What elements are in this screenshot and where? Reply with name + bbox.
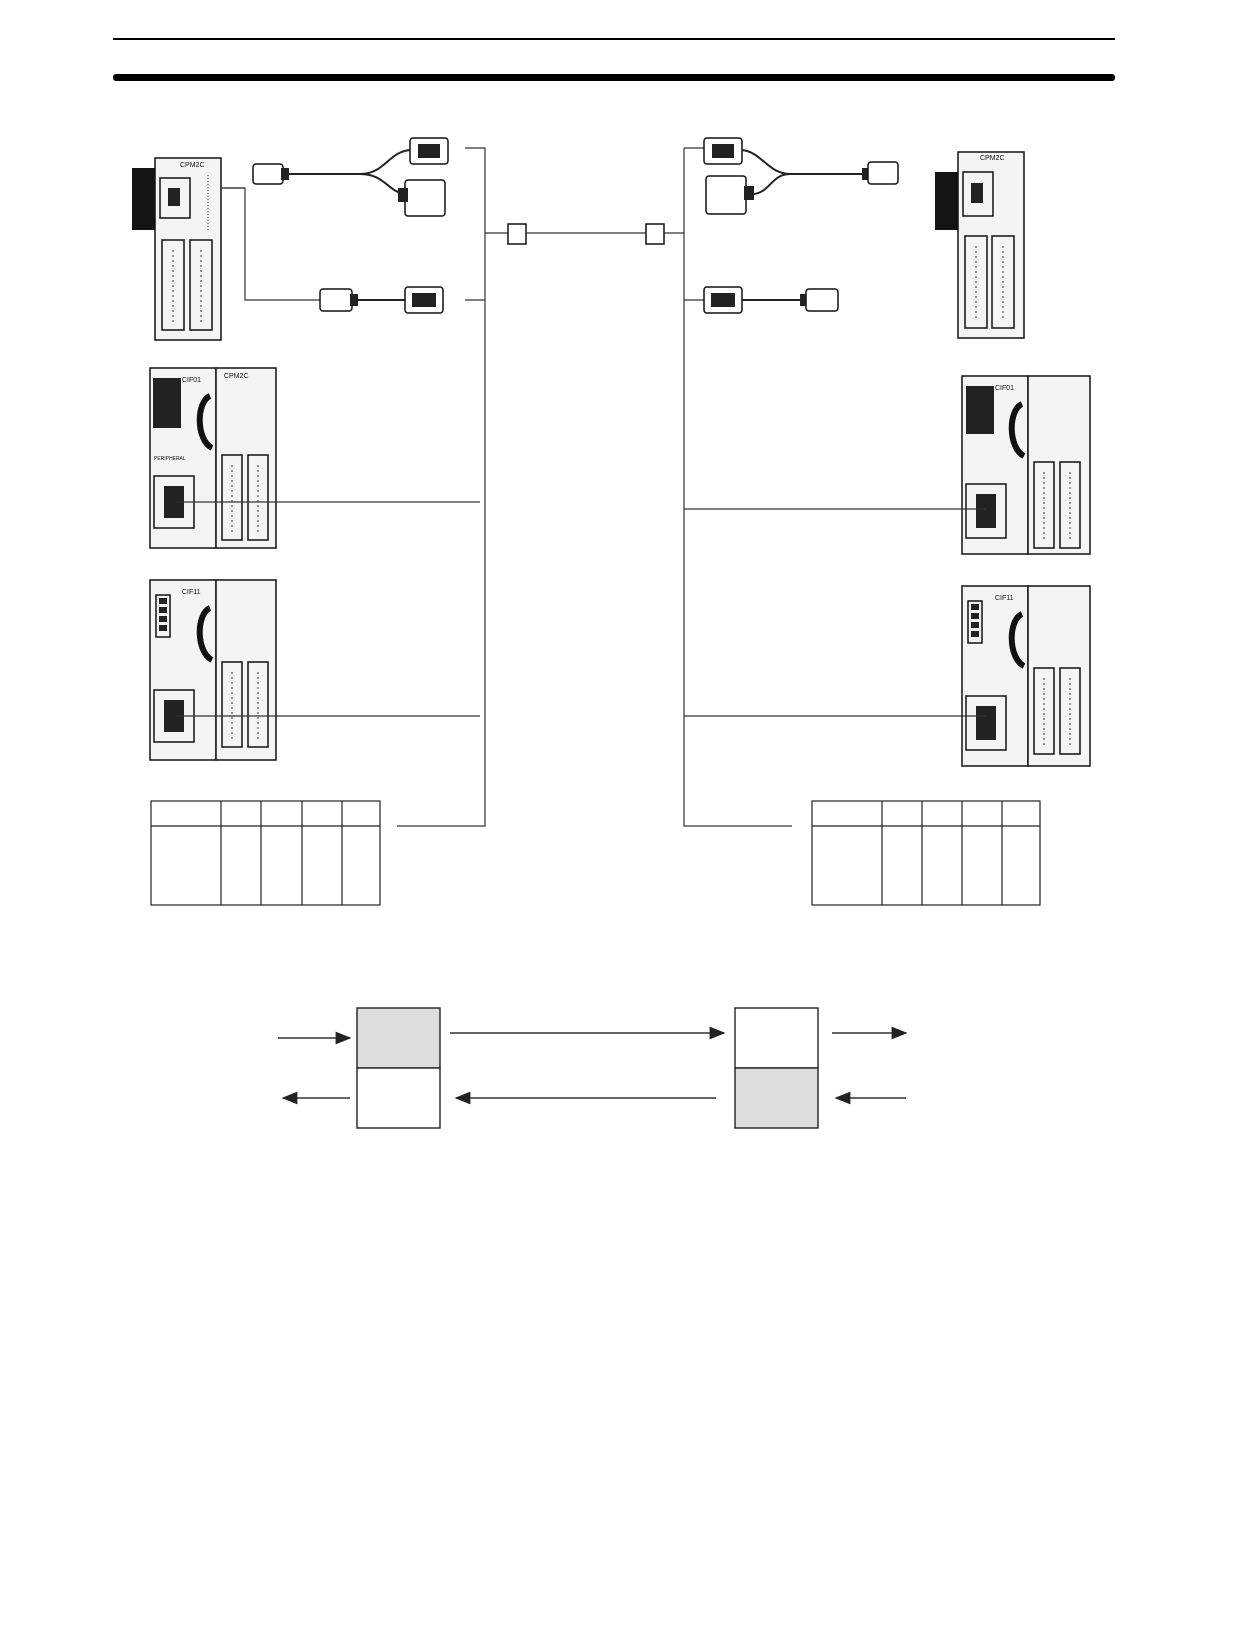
- svg-text:CPM2C: CPM2C: [224, 373, 249, 380]
- svg-text:CPM2C: CPM2C: [980, 155, 1005, 162]
- left-y-cable: [252, 137, 449, 217]
- center-link-cable: [485, 223, 684, 245]
- left-cpm2c-unit-1: CPM2C: [132, 157, 222, 341]
- svg-text:PERIPHERAL: PERIPHERAL: [154, 456, 186, 462]
- left-cif01-unit: CIF01 PERIPHERAL CPM2C: [149, 367, 277, 549]
- svg-text:CIF11: CIF11: [182, 589, 201, 596]
- right-device-table: [811, 800, 1041, 906]
- svg-text:CIF01: CIF01: [182, 377, 201, 384]
- data-link-area-diagram: [278, 1007, 908, 1129]
- right-y-cable: [703, 137, 899, 215]
- svg-text:CIF01: CIF01: [995, 385, 1014, 392]
- right-cpm2c-unit-1: CPM2C: [935, 151, 1025, 339]
- left-straight-cable: [319, 286, 444, 314]
- left-device-table: [150, 800, 381, 906]
- header-rule-thin: [113, 38, 1115, 40]
- right-cif11-unit: CIF11: [961, 585, 1091, 767]
- right-straight-cable: [703, 286, 839, 314]
- header-rule-thick: [113, 74, 1115, 81]
- right-cif01-unit: CIF01: [961, 375, 1091, 555]
- left-cif11-unit: CIF11: [149, 579, 277, 761]
- svg-text:CPM2C: CPM2C: [180, 162, 205, 169]
- svg-text:CIF11: CIF11: [995, 595, 1014, 602]
